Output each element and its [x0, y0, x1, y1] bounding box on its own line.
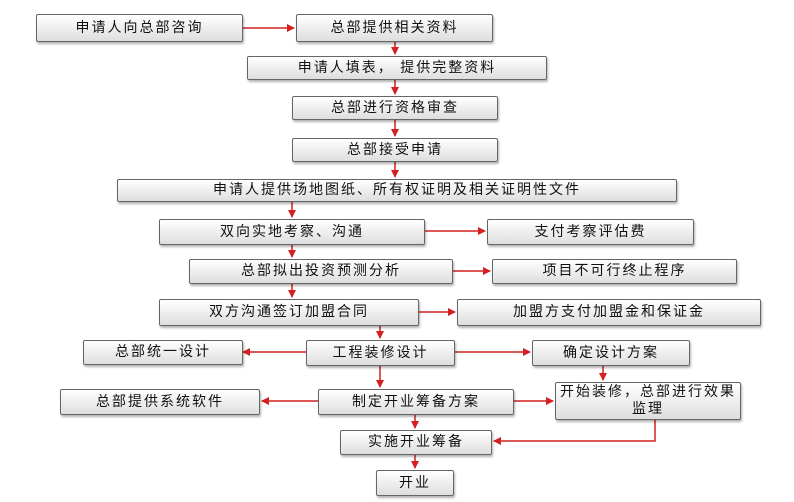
node-implement-prep: 实施开业筹备: [340, 430, 492, 455]
node-pay-survey-fee: 支付考察评估费: [487, 219, 694, 245]
node-opening-plan: 制定开业筹备方案: [318, 389, 514, 415]
node-qualification-review: 总部进行资格审查: [292, 96, 498, 120]
node-project-terminated: 项目不可行终止程序: [492, 259, 737, 284]
node-sign-contract: 双方沟通签订加盟合同: [159, 299, 419, 326]
node-investment-forecast: 总部拟出投资预测分析: [189, 259, 453, 284]
node-unified-design: 总部统一设计: [83, 340, 243, 365]
arrow-renovation-to-implement: [493, 420, 656, 445]
node-confirm-design: 确定设计方案: [532, 340, 690, 366]
node-fill-form: 申请人填表， 提供完整资料: [247, 56, 547, 80]
node-site-docs: 申请人提供场地图纸、所有权证明及相关证明性文件: [117, 179, 677, 202]
node-consult: 申请人向总部咨询: [36, 14, 243, 42]
node-system-software: 总部提供系统软件: [60, 389, 260, 415]
node-accept-application: 总部接受申请: [292, 138, 498, 162]
node-site-survey: 双向实地考察、沟通: [159, 219, 425, 245]
node-opening: 开业: [376, 470, 454, 496]
node-start-renovation: 开始装修，总部进行效果监理: [555, 382, 741, 420]
node-pay-fees: 加盟方支付加盟金和保证金: [457, 299, 761, 326]
node-renovation-design: 工程装修设计: [306, 340, 455, 366]
node-provide-info: 总部提供相关资料: [296, 14, 493, 42]
